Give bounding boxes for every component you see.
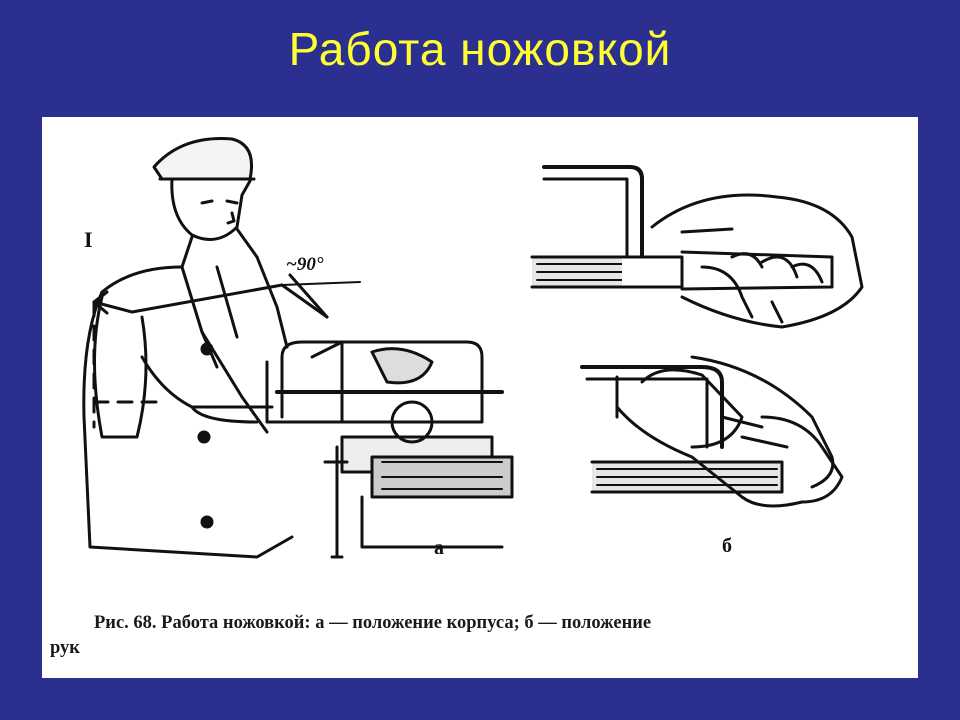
figure-caption-line2: рук xyxy=(50,638,80,658)
marker-label: I xyxy=(84,227,93,252)
part-b-label: б xyxy=(722,535,732,557)
cap-shape xyxy=(152,137,253,181)
part-a-label: а xyxy=(434,537,444,559)
slide-title: Работа ножовкой xyxy=(288,23,672,75)
figure-caption: Рис. 68. Работа ножовкой: а — положение … xyxy=(94,613,652,633)
figure-image: I ~90° а б Рис. 68. Работа ножовкой: а —… xyxy=(42,117,918,678)
hacksaw-illustration xyxy=(82,137,864,559)
angle-label: ~90° xyxy=(286,254,324,275)
